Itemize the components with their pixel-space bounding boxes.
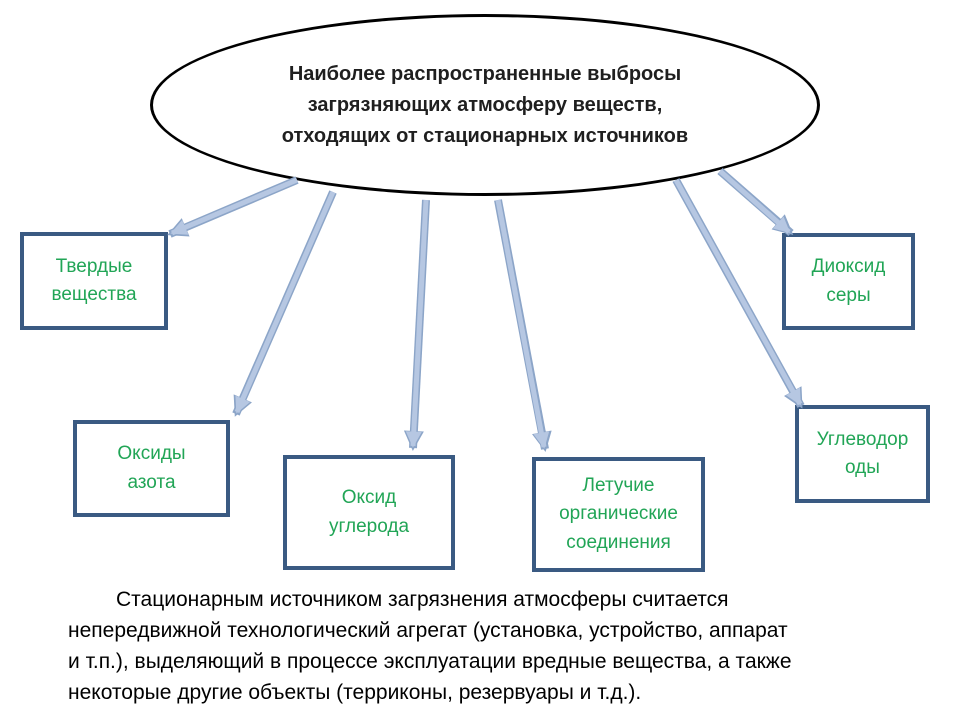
arrow-to-nitrogen-oxides	[232, 190, 337, 417]
node-solid-particles: Твердые вещества	[20, 232, 168, 330]
node-carbon-oxide: Оксид углерода	[283, 455, 455, 570]
node-sulfur-dioxide-label: Диоксид серы	[811, 256, 886, 306]
node-hydrocarbons-label: Углеводор оды	[816, 428, 909, 479]
node-nitrogen-oxides-label: Оксиды азота	[117, 443, 186, 493]
description-paragraph: Стационарным источником загрязнения атмо…	[68, 588, 792, 704]
node-solid-particles-label: Твердые вещества	[51, 255, 137, 306]
node-volatile-organic-compounds-label: Летучие органические соединения	[559, 474, 678, 553]
node-carbon-oxide-label: Оксид углерода	[328, 487, 410, 537]
node-nitrogen-oxides: Оксиды азота	[73, 420, 230, 517]
root-ellipse-title: Наиболее распространенные выбросы загряз…	[281, 62, 689, 147]
arrow-to-carbon-oxide	[403, 199, 430, 451]
node-hydrocarbons: Углеводор оды	[795, 405, 930, 503]
arrow-to-sulfur-dioxide	[717, 167, 794, 237]
arrow-to-volatile-organic-compounds	[494, 199, 552, 452]
node-sulfur-dioxide: Диоксид серы	[782, 233, 915, 330]
root-ellipse: Наиболее распространенные выбросы загряз…	[150, 14, 820, 196]
node-volatile-organic-compounds: Летучие органические соединения	[532, 457, 705, 572]
arrow-to-solid-particles	[167, 176, 299, 238]
